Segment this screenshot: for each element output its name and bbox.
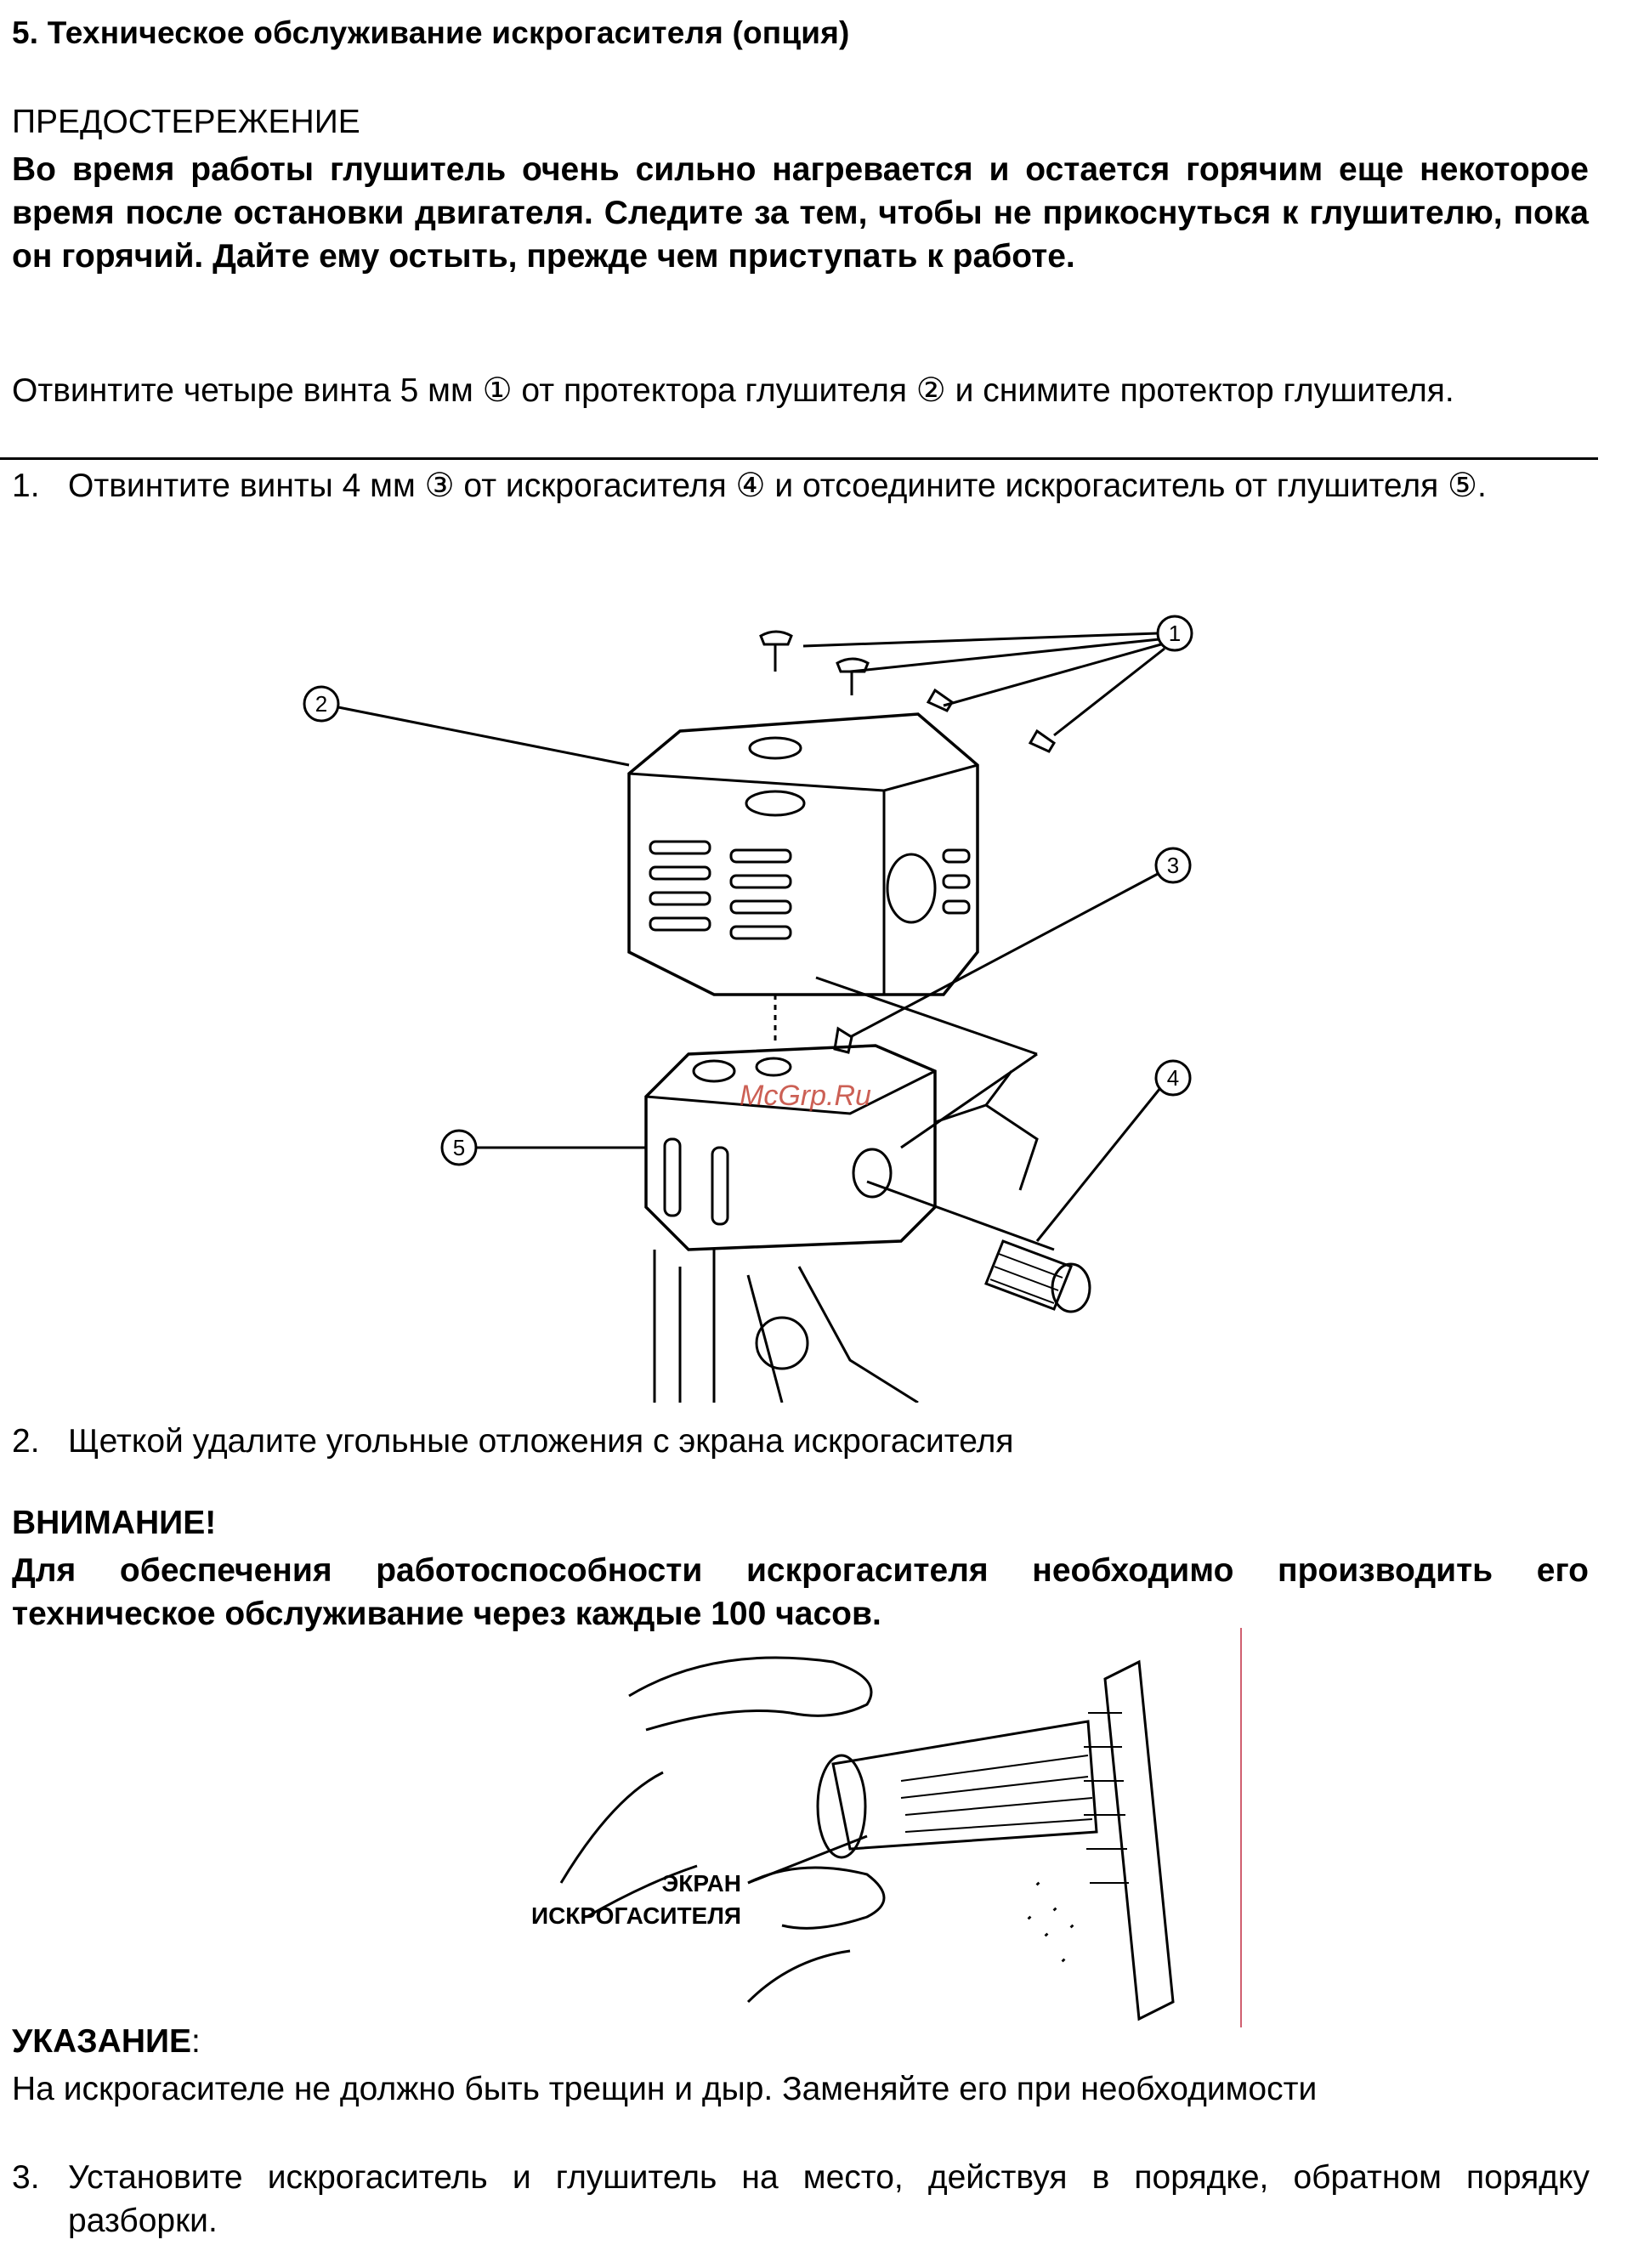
watermark: McGrp.Ru xyxy=(740,1080,871,1112)
brush-icon xyxy=(1103,1659,1175,2021)
callout-label-3: 3 xyxy=(1167,853,1179,878)
section-title: 5. Техническое обслуживание искрогасител… xyxy=(12,15,850,50)
hand-outline xyxy=(628,1656,873,1717)
step-3: 3. Установите искрогаситель и глушитель … xyxy=(12,2156,1593,2242)
callout-label-4: 4 xyxy=(1167,1065,1179,1091)
intro-text: Отвинтите четыре винта 5 мм ① от протект… xyxy=(12,372,1454,409)
step-text: Установите искрогаситель и глушитель на … xyxy=(68,2159,1590,2239)
spark-arrester xyxy=(984,1239,1073,1311)
callout-circle-3 xyxy=(1154,847,1192,884)
note-heading-colon: : xyxy=(191,2023,201,2060)
note-heading: УКАЗАНИЕ: xyxy=(12,2023,201,2061)
attention-text: Для обеспечения работоспособности искрог… xyxy=(12,1552,1589,1632)
step-number: 2. xyxy=(12,1423,40,1460)
caution-text: Во время работы глушитель очень сильно н… xyxy=(12,151,1589,275)
muffler-protector xyxy=(627,712,979,996)
callout-label-5: 5 xyxy=(453,1135,465,1160)
note-heading-text: УКАЗАНИЕ xyxy=(12,2023,192,2060)
step-number: 3. xyxy=(12,2159,40,2196)
spark-arrester-tube xyxy=(831,1720,1098,1851)
note-text: На искрогасителе не должно быть трещин и… xyxy=(12,2071,1318,2107)
step-text: Отвинтите винты 4 мм ③ от искрогасителя … xyxy=(68,468,1487,504)
callout-circle-4 xyxy=(1154,1059,1192,1097)
divider-line xyxy=(0,457,1598,460)
caution-heading: ПРЕДОСТЕРЕЖЕНИЕ xyxy=(12,104,360,140)
attention-heading: ВНИМАНИЕ! xyxy=(12,1505,217,1541)
step-number: 1. xyxy=(12,468,40,504)
callout-label-2: 2 xyxy=(315,691,327,717)
callout-label-1: 1 xyxy=(1169,621,1181,646)
callout-circle-2 xyxy=(303,685,340,723)
muffler-exploded-diagram: 1 2 3 4 5 McGrp.Ru xyxy=(303,615,1193,1403)
step-1: 1. Отвинтите винты 4 мм ③ от искрогасите… xyxy=(12,464,1593,507)
step-2: 2. Щеткой удалите угольные отложения с э… xyxy=(12,1420,1593,1463)
screen-label-line2: ИСКРОГАСИТЕЛЯ xyxy=(531,1902,741,1929)
screw-icon xyxy=(759,630,793,646)
screen-label-line1: ЭКРАН xyxy=(661,1870,741,1897)
brush-cleaning-diagram: ЭКРАН ИСКРОГАСИТЕЛЯ xyxy=(531,1628,1242,2027)
step-text: Щеткой удалите угольные отложения с экра… xyxy=(68,1423,1014,1460)
muffler-body xyxy=(644,1044,937,1251)
callout-circle-5 xyxy=(440,1129,478,1166)
